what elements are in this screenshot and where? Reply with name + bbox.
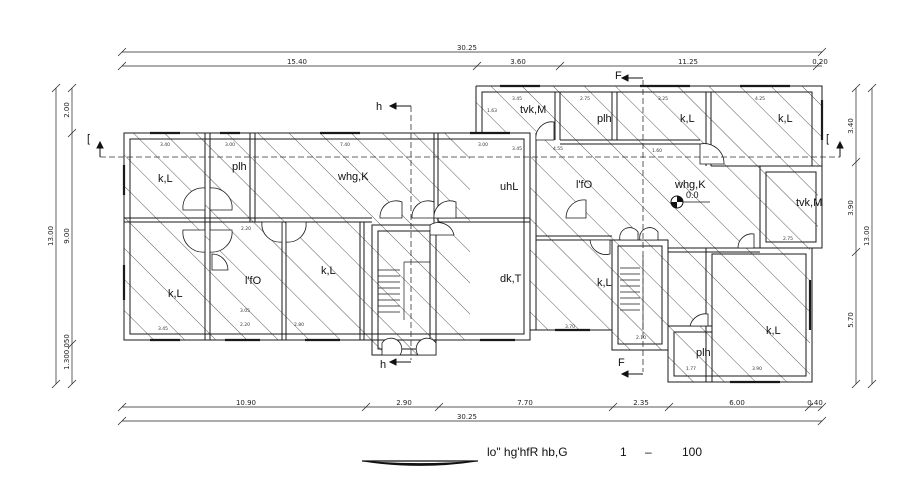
small-dim: 2.75 <box>783 236 793 242</box>
bottom-dimension-lines <box>117 402 827 426</box>
small-dim: 3.05 <box>240 308 250 314</box>
room-label-kl-top-mid: k,L <box>680 113 695 125</box>
room-label-kl-top-right: k,L <box>778 113 793 125</box>
level-value: 0.0 <box>686 190 699 200</box>
small-dim: 3.00 <box>225 142 235 148</box>
right-segment-3: 5.70 <box>847 312 855 328</box>
small-dim: 2.10 <box>636 335 646 341</box>
room-label-tvkm-right: tvk,M <box>796 197 822 209</box>
small-dim: 1.63 <box>487 108 497 114</box>
right-total-dimension: 13.00 <box>863 226 871 246</box>
room-label-kl-stair-right: k,L <box>597 277 612 289</box>
room-label-uhl: uhL <box>500 181 518 193</box>
title-label: lo" hg'hfR hb,G <box>487 445 568 459</box>
small-dim: 2.20 <box>241 226 251 232</box>
small-dim: 3.00 <box>478 142 488 148</box>
section-arrows <box>96 74 844 378</box>
scale-dash: – <box>645 445 652 459</box>
top-dimension-lines <box>117 47 827 71</box>
title-block <box>361 460 479 466</box>
small-dimensions: 3.40 3.00 7.40 3.00 1.63 3.45 2.75 3.25 … <box>158 96 793 372</box>
door-swings <box>182 121 755 356</box>
small-dim: 3.25 <box>658 96 668 102</box>
small-dim: 3.45 <box>512 96 522 102</box>
section-label-h-top: h <box>376 101 382 113</box>
scale-denominator: 100 <box>682 445 702 459</box>
level-marker <box>670 195 710 209</box>
small-dim: 1.77 <box>686 366 696 372</box>
room-label-kl-top-left: k,L <box>158 173 173 185</box>
left-segment-1: 2.00 <box>63 102 71 118</box>
room-label-tvkm-top: tvk,M <box>520 104 546 116</box>
small-dim: 2.20 <box>240 322 250 328</box>
section-bracket-left: [ <box>87 133 90 145</box>
left-dimension-lines <box>51 83 77 389</box>
small-dim: 3.70 <box>565 324 575 330</box>
small-dim: 3.45 <box>512 146 522 152</box>
small-dim: 3.45 <box>158 326 168 332</box>
small-dim: 7.40 <box>340 142 350 148</box>
left-segment-3: 1.300.050 <box>63 334 71 370</box>
left-segment-2: 9.00 <box>63 228 71 244</box>
small-dim: 4.55 <box>553 146 563 152</box>
room-label-whgk-right: whg,K <box>674 179 706 191</box>
section-label-f-top: F <box>615 70 622 82</box>
bottom-segment-5: 6.00 <box>729 399 745 407</box>
title-underline-swash <box>361 460 479 466</box>
top-total-dimension: 30.25 <box>457 44 477 52</box>
room-label-kl-center: k,L <box>321 265 336 277</box>
small-dim: 2.75 <box>580 96 590 102</box>
top-segment-1: 15.40 <box>287 58 307 66</box>
section-label-f-bottom: F <box>618 357 625 369</box>
small-dim: 2.80 <box>294 322 304 328</box>
bottom-segment-1: 10.90 <box>236 399 256 407</box>
room-label-plh-top: plh <box>597 113 612 125</box>
bottom-total-dimension: 30.25 <box>457 413 477 421</box>
bottom-segment-6: 0.40 <box>807 399 823 407</box>
small-dim: 4.25 <box>755 96 765 102</box>
room-label-ifo-left: l'fO <box>245 275 262 287</box>
bottom-segment-4: 2.35 <box>633 399 649 407</box>
top-segment-2: 3.60 <box>510 58 526 66</box>
room-label-whgk-main: whg,K <box>337 171 369 183</box>
room-label-plh-left: plh <box>232 161 247 173</box>
section-bracket-right: [ <box>826 133 829 145</box>
right-segment-2: 3.90 <box>847 200 855 216</box>
room-label-plh-bottom: plh <box>696 347 711 359</box>
room-label-kl-bottom-right: k,L <box>766 325 781 337</box>
stair-left <box>378 261 430 320</box>
small-dim: 1.60 <box>652 148 662 154</box>
section-lines <box>100 80 840 372</box>
windows <box>122 84 824 384</box>
bottom-segment-2: 2.90 <box>396 399 412 407</box>
small-dim: 3.90 <box>752 366 762 372</box>
room-labels: k,L plh whg,K uhL tvk,M plh k,L k,L l'fO… <box>158 104 822 359</box>
room-label-kl-bottom-left: k,L <box>168 288 183 300</box>
left-total-dimension: 13.00 <box>47 226 55 246</box>
small-dim: 3.40 <box>160 142 170 148</box>
top-segment-4: 0.20 <box>812 58 828 66</box>
bottom-segment-3: 7.70 <box>517 399 533 407</box>
section-label-h-bottom: h <box>380 359 386 371</box>
top-segment-3: 11.25 <box>678 58 698 66</box>
room-label-dkt: dk,T <box>500 273 522 285</box>
room-label-ifo-right: l'fO <box>576 179 593 191</box>
right-dimension-lines <box>851 83 877 389</box>
scale-numerator: 1 <box>620 445 627 459</box>
right-segment-1: 3.40 <box>847 118 855 134</box>
